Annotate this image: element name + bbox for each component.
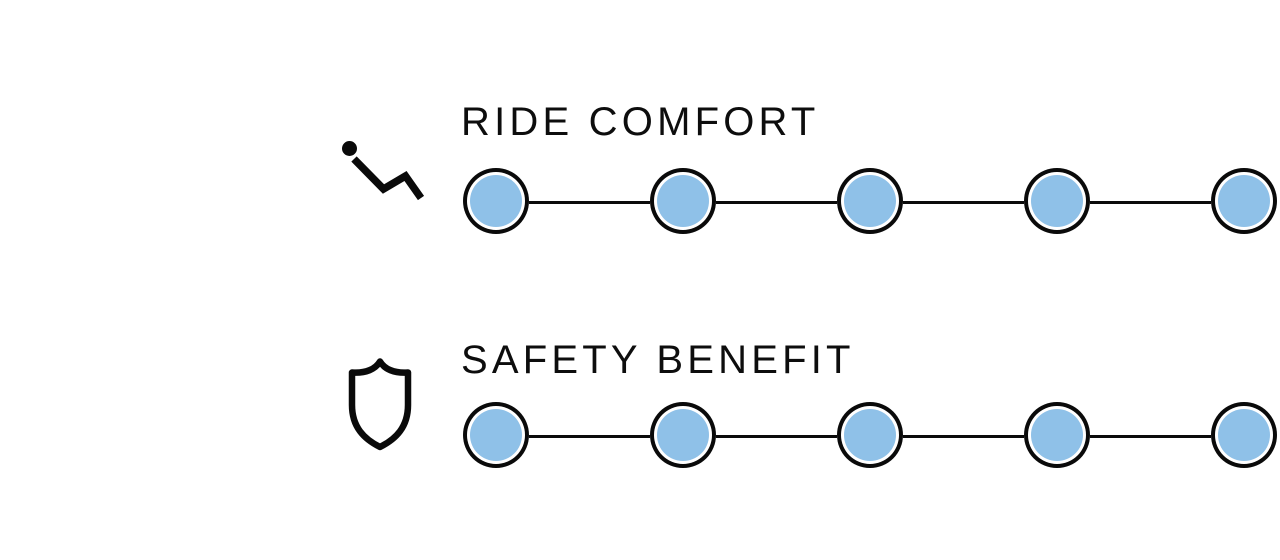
rating-node[interactable] [463,168,529,234]
node-core [1031,409,1083,461]
node-core [1218,409,1270,461]
rating-node[interactable] [837,168,903,234]
track-segment [716,435,837,438]
track-segment [716,201,837,204]
rating-node[interactable] [1024,168,1090,234]
rating-node[interactable] [837,402,903,468]
rating-node[interactable] [650,402,716,468]
node-core [657,175,709,227]
rating-track-ride-comfort [463,168,1278,236]
track-segment [529,201,650,204]
node-core [1031,175,1083,227]
rating-node[interactable] [1211,168,1277,234]
rating-node[interactable] [650,168,716,234]
node-core [470,409,522,461]
node-core [1218,175,1270,227]
feature-row-safety-benefit: SAFETY BENEFIT [0,325,1280,485]
suspension-bump-icon [340,138,432,238]
node-core [844,175,896,227]
node-core [844,409,896,461]
track-segment [529,435,650,438]
rating-node[interactable] [1024,402,1090,468]
rating-track-safety-benefit [463,402,1278,470]
node-core [657,409,709,461]
rating-node[interactable] [463,402,529,468]
rating-node[interactable] [1211,402,1277,468]
feature-row-ride-comfort: RIDE COMFORT [0,90,1280,250]
feature-label-ride-comfort: RIDE COMFORT [461,100,820,144]
track-segment [903,435,1024,438]
track-segment [903,201,1024,204]
node-core [470,175,522,227]
track-segment [1090,435,1211,438]
shield-icon [340,353,432,453]
feature-label-safety-benefit: SAFETY BENEFIT [461,338,855,382]
track-segment [1090,201,1211,204]
